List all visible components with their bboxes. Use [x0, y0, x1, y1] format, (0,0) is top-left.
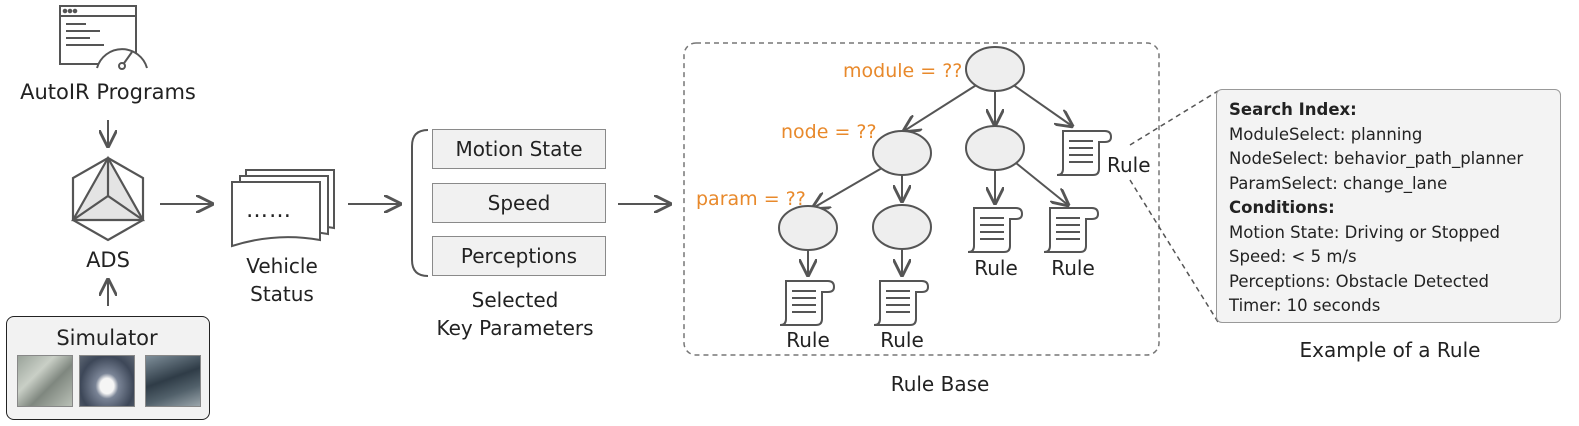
tree-node-left — [872, 130, 932, 176]
simulator-panel: Simulator — [6, 316, 210, 420]
example-rule-caption: Example of a Rule — [1299, 338, 1481, 362]
edge-mid-rule2 — [1015, 162, 1068, 205]
edge-left-left — [813, 167, 883, 208]
rule-base-container — [683, 42, 1160, 356]
rule-label: Rule — [1107, 153, 1151, 177]
vehicle-status-docs-icon — [231, 169, 335, 248]
simulator-screenshot-3 — [145, 355, 201, 407]
callout-line-bottom — [1129, 179, 1219, 323]
simulator-screenshot-1 — [17, 355, 73, 407]
vehicle-status-label-1: Vehicle — [246, 254, 318, 278]
tree-node-root — [965, 46, 1025, 92]
rule-scroll-icon — [1056, 130, 1113, 176]
callout-line-top — [1129, 90, 1219, 146]
programs-label: AutoIR Programs — [20, 80, 196, 104]
edge-root-left — [904, 83, 979, 131]
rule-label: Rule — [974, 256, 1018, 280]
ads-hexagon-icon — [71, 155, 145, 242]
param-motion-state: Motion State — [432, 129, 606, 169]
param-query-label: param = ?? — [696, 188, 806, 210]
search-index-heading: Search Index: — [1229, 100, 1357, 119]
tree-node-lr — [872, 204, 932, 250]
vehicle-status-dots: …… — [246, 198, 292, 223]
rule-label: Rule — [1051, 256, 1095, 280]
param-speed: Speed — [432, 183, 606, 223]
simulator-screenshot-2 — [79, 355, 135, 407]
tree-node-ll — [778, 205, 838, 251]
ads-label: ADS — [86, 248, 130, 272]
gauge-icon — [96, 48, 148, 70]
module-query-label: module = ?? — [843, 60, 963, 82]
condition-perceptions: Perceptions: Obstacle Detected — [1229, 271, 1489, 291]
search-index-module: ModuleSelect: planning — [1229, 124, 1423, 144]
key-params-label-2: Key Parameters — [436, 316, 594, 340]
conditions-heading: Conditions: — [1229, 198, 1335, 217]
rule-base-caption: Rule Base — [890, 372, 990, 396]
rule-label: Rule — [880, 328, 924, 352]
rule-label: Rule — [786, 328, 830, 352]
condition-speed: Speed: < 5 m/s — [1229, 247, 1357, 266]
vehicle-status-label-2: Status — [250, 282, 314, 306]
parameters-bracket — [411, 129, 429, 277]
edge-root-rule — [1011, 83, 1072, 126]
tree-node-mid — [965, 125, 1025, 171]
search-index-param: ParamSelect: change_lane — [1229, 173, 1448, 193]
rule-scroll-icon — [873, 280, 930, 326]
param-perceptions: Perceptions — [432, 236, 606, 276]
example-rule-panel: Search Index: ModuleSelect: planning Nod… — [1216, 89, 1561, 323]
rule-scroll-icon — [967, 207, 1024, 253]
simulator-label: Simulator — [56, 326, 158, 350]
condition-motion-state: Motion State: Driving or Stopped — [1229, 222, 1500, 242]
key-params-label-1: Selected — [471, 288, 559, 312]
rule-scroll-icon — [779, 280, 836, 326]
search-index-node: NodeSelect: behavior_path_planner — [1229, 149, 1524, 168]
node-query-label: node = ?? — [781, 121, 877, 143]
condition-timer: Timer: 10 seconds — [1229, 296, 1381, 315]
rule-scroll-icon — [1043, 207, 1100, 253]
